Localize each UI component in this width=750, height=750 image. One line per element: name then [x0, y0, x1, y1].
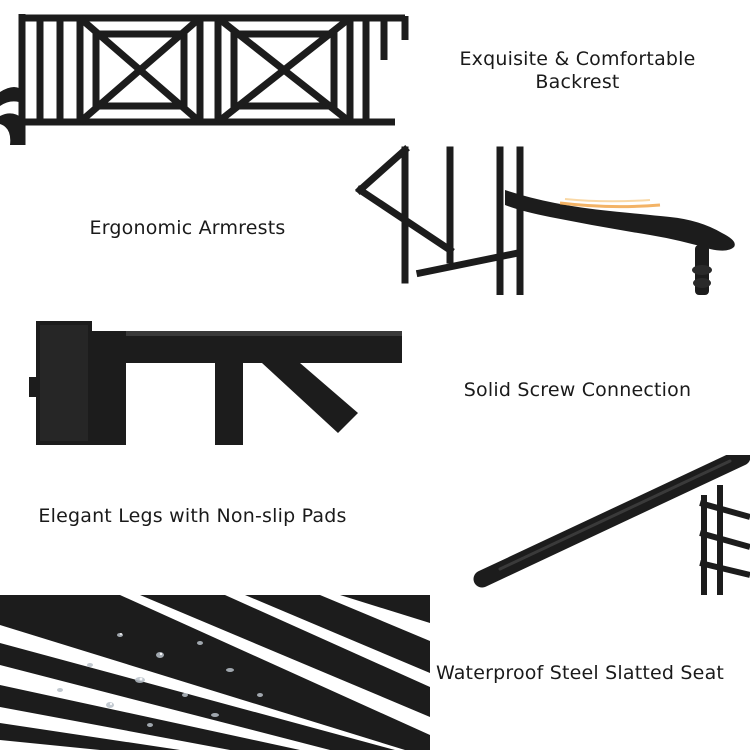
legs-photo — [460, 455, 750, 595]
seat-caption: Waterproof Steel Slatted Seat — [425, 662, 735, 685]
feature-legs: Elegant Legs with Non-slip Pads — [0, 455, 750, 595]
feature-armrests: Ergonomic Armrests — [0, 145, 750, 295]
feature-screw: Solid Screw Connection — [0, 295, 750, 455]
backrest-caption: Exquisite & Comfortable Backrest — [440, 48, 715, 94]
seat-photo — [0, 595, 430, 750]
screw-photo — [0, 295, 420, 455]
armrests-caption-line-1: Ergonomic Armrests — [89, 217, 286, 239]
seat-caption-line-1: Waterproof Steel Slatted Seat — [435, 662, 725, 684]
screw-caption-line-1: Solid Screw Connection — [463, 379, 692, 401]
backrest-caption-line-2: Backrest — [535, 71, 620, 93]
screw-caption: Solid Screw Connection — [445, 379, 710, 402]
legs-caption-line-1: Elegant Legs with Non-slip Pads — [38, 505, 347, 527]
legs-caption: Elegant Legs with Non-slip Pads — [20, 505, 365, 528]
armrests-caption: Ergonomic Armrests — [60, 217, 315, 240]
armrests-photo — [350, 145, 750, 295]
backrest-caption-line-1: Exquisite & Comfortable — [459, 48, 696, 70]
feature-backrest: Exquisite & Comfortable Backrest — [0, 0, 750, 145]
backrest-photo — [0, 0, 410, 145]
feature-seat: Waterproof Steel Slatted Seat — [0, 595, 750, 750]
